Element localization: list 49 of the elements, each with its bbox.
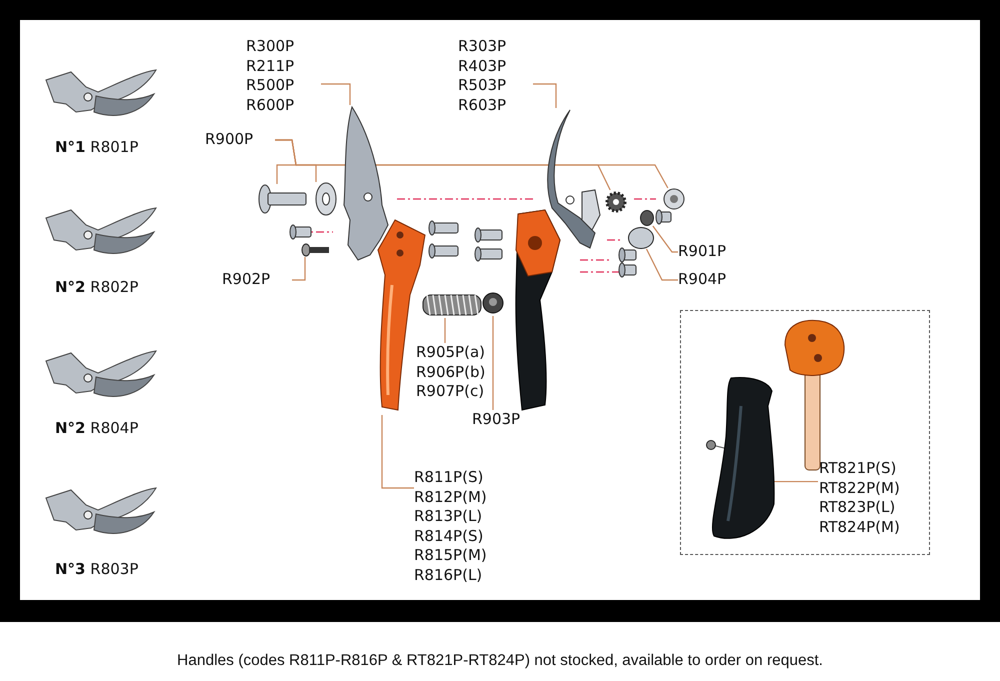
part-code: RT824P(M) — [819, 518, 900, 537]
screw-drawing — [302, 243, 330, 257]
part-code: R900P — [205, 130, 254, 150]
leader-line — [773, 480, 818, 482]
leader-line — [381, 415, 414, 489]
bolt-drawing — [258, 184, 308, 214]
dashed-frame — [680, 310, 930, 555]
lock-washer-drawing — [605, 190, 627, 214]
spring-cap-drawing — [482, 290, 504, 316]
part-code: R811P(S) — [414, 468, 484, 488]
blade-code-label: N°3 R803P — [55, 560, 138, 578]
leader-line — [492, 316, 494, 410]
part-code: R211P — [246, 56, 294, 76]
part-code: R403P — [458, 56, 506, 76]
blade-code-label: N°2 R804P — [55, 419, 138, 437]
part-code: R904P — [678, 270, 726, 290]
part-code: R303P — [458, 37, 506, 56]
caption: Handles (codes R811P-R816P & RT821P-RT824P) not stocked, available to order on request. — [177, 652, 823, 670]
blade-code-label: N°2 R802P — [55, 278, 138, 296]
part-code: R300P — [246, 37, 294, 56]
part-code: R901P — [678, 242, 726, 262]
leader-line — [292, 257, 306, 281]
part-code: RT823P(L) — [819, 498, 896, 518]
part-code: R905P(a) — [416, 343, 485, 362]
washer-drawing — [315, 182, 337, 216]
part-code: R503P — [458, 76, 506, 96]
leader-line — [444, 318, 446, 343]
part-code: RT822P(M) — [819, 478, 900, 498]
part-code: R815P(M) — [414, 546, 487, 566]
blade-code-label: N°1 R801P — [55, 138, 138, 156]
part-code: R906P(b) — [416, 362, 486, 382]
spring-drawing — [422, 292, 482, 318]
part-code: R814P(S) — [414, 526, 484, 546]
part-code: R903P — [472, 410, 520, 430]
leader-line — [652, 226, 678, 253]
leader-line — [646, 248, 678, 281]
part-code: R603P — [458, 96, 506, 115]
leader-line — [275, 139, 668, 188]
part-code: R907P(c) — [416, 382, 484, 402]
part-code: R500P — [246, 76, 294, 96]
part-code: RT821P(S) — [819, 459, 896, 478]
part-code: R600P — [246, 96, 294, 115]
leader-line — [321, 83, 351, 105]
part-code: R813P(L) — [414, 507, 482, 526]
leader-line — [533, 83, 557, 108]
nut-drawing — [663, 188, 685, 210]
part-code: R902P — [222, 270, 270, 290]
part-code: R816P(L) — [414, 566, 482, 585]
part-code: R812P(M) — [414, 488, 487, 507]
